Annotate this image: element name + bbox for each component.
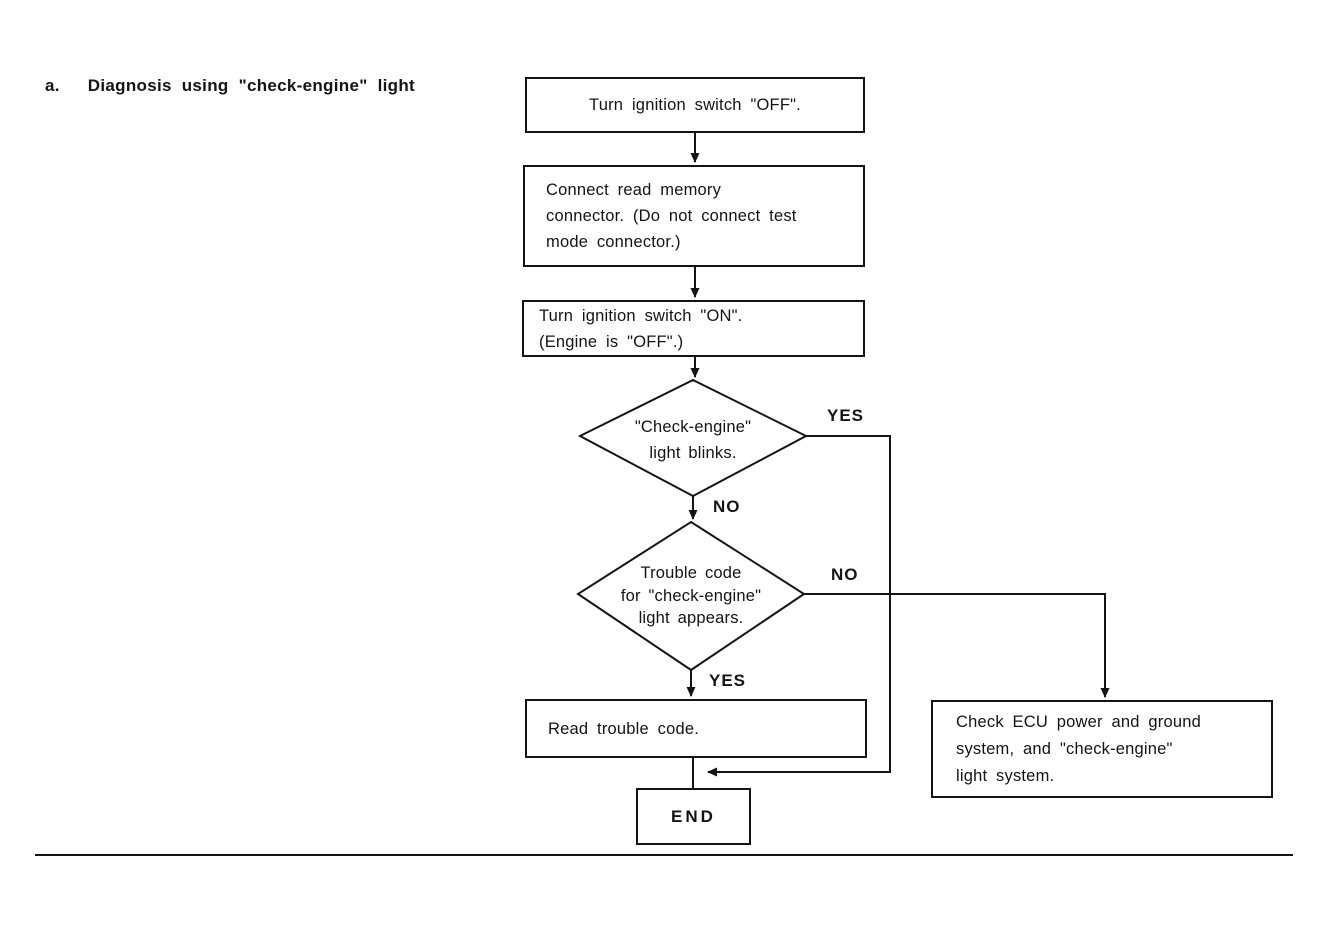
step-text-line: Check ECU power and ground [956,712,1201,731]
decision-text-line: light appears. [638,609,744,627]
step-text-line: connector. (Do not connect test [546,207,797,225]
step-text-line: Turn ignition switch "ON". [539,306,743,325]
decision-text-line: for "check-engine" [620,586,762,605]
decision-text-line: light blinks. [649,444,737,462]
decision-trouble-text: Trouble code for "check-engine" light ap… [581,562,801,630]
step-text-line: mode connector.) [546,233,681,251]
branch-label-yes: YES [827,406,865,425]
step-turn-ignition-on: Turn ignition switch "ON". (Engine is "O… [522,300,865,357]
branch-label-yes: YES [709,671,747,690]
end-label: END [671,806,716,826]
step-text-line: Connect read memory [546,181,722,199]
terminator-end: END [636,788,751,845]
step-text-line: (Engine is "OFF".) [539,332,684,351]
step-turn-ignition-off: Turn ignition switch "OFF". [525,77,865,133]
branch-label-no: NO [831,565,859,584]
branch-label-no: NO [713,497,741,516]
step-connect-read-memory: Connect read memory connector. (Do not c… [523,165,865,267]
section-heading: a. Diagnosis using "check-engine" light [45,76,415,96]
step-text: Read trouble code. [548,719,700,738]
decision-text-line: "Check-engine" [634,418,752,436]
step-text-line: light system. [956,766,1055,785]
decision-blinks-text: "Check-engine" light blinks. [593,414,793,466]
step-check-ecu: Check ECU power and ground system, and "… [931,700,1273,798]
section-heading-marker: a. [45,76,60,95]
decision-text-line: Trouble code [640,564,742,582]
step-text: Turn ignition switch "OFF". [589,96,801,114]
step-read-trouble-code: Read trouble code. [525,699,867,758]
wire-blinks-yes-to-end [707,435,891,777]
wire-trouble-no-to-checkecu [804,593,1110,698]
section-heading-text: Diagnosis using "check-engine" light [87,76,415,95]
step-text-line: system, and "check-engine" [956,739,1173,758]
